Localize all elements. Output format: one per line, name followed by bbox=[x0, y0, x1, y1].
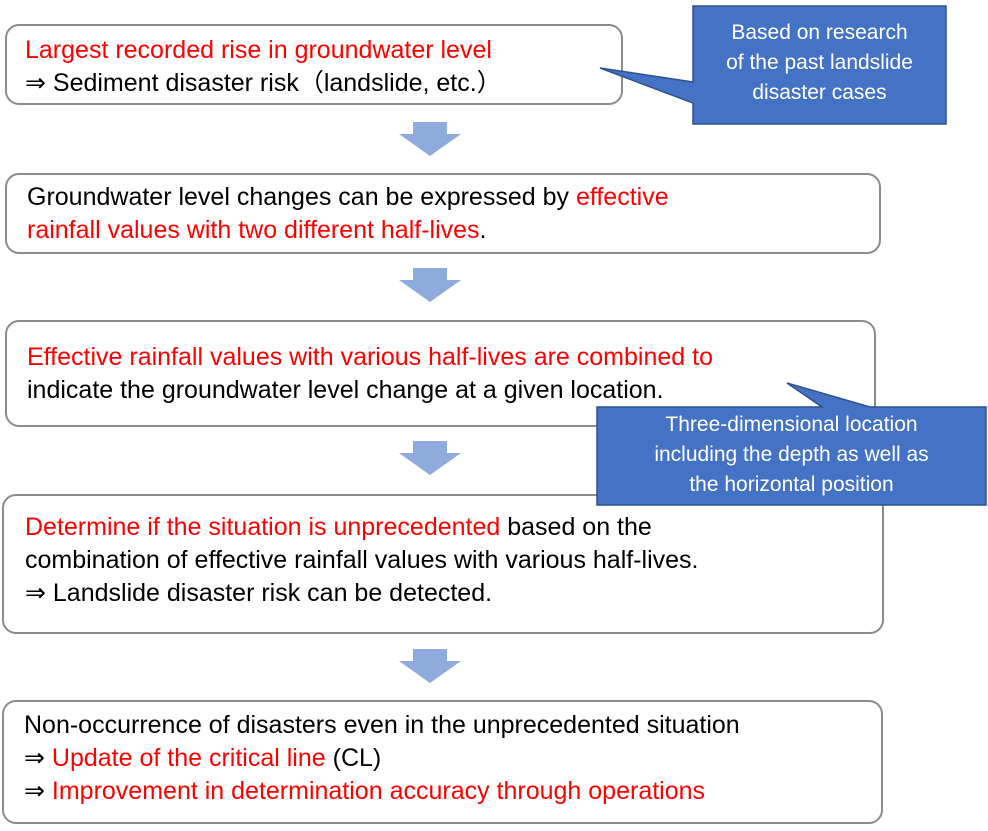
highlight-text: Effective rainfall values with various h… bbox=[27, 343, 713, 371]
step-line: Effective rainfall values with various h… bbox=[27, 341, 874, 374]
body-text: (CL) bbox=[325, 744, 382, 772]
step-4-box: Determine if the situation is unpreceden… bbox=[2, 494, 884, 634]
callout-location-path bbox=[596, 382, 987, 506]
down-arrow-icon bbox=[399, 122, 461, 156]
step-5-box: Non-occurrence of disasters even in the … bbox=[2, 700, 883, 824]
body-text: ⇒ bbox=[24, 777, 52, 805]
step-line: Determine if the situation is unpreceden… bbox=[25, 511, 882, 544]
body-text: combination of effective rainfall values… bbox=[25, 546, 699, 574]
arrow-shape bbox=[399, 441, 461, 475]
step-2-box: Groundwater level changes can be express… bbox=[5, 173, 881, 254]
down-arrow-icon bbox=[399, 441, 461, 475]
step-line: Non-occurrence of disasters even in the … bbox=[24, 709, 881, 742]
step-line: indicate the groundwater level change at… bbox=[27, 374, 874, 407]
arrow-shape bbox=[399, 122, 461, 156]
step-line: ⇒ Landslide disaster risk can be detecte… bbox=[25, 577, 882, 610]
body-text: ⇒ bbox=[24, 744, 52, 772]
arrow-shape bbox=[399, 649, 461, 683]
highlight-text: Improvement in determination accuracy th… bbox=[51, 777, 706, 805]
callout-research-text: Based on research of the past landslide … bbox=[693, 18, 946, 108]
arrow-shape bbox=[399, 268, 461, 302]
body-text: ⇒ Sediment disaster risk（landslide, etc.… bbox=[25, 69, 502, 97]
highlight-text: effective bbox=[575, 183, 669, 211]
callout-line: including the depth as well as bbox=[654, 443, 929, 466]
highlight-text: rainfall values with two different half-… bbox=[27, 216, 480, 244]
down-arrow-icon bbox=[399, 268, 461, 302]
body-text: ⇒ Landslide disaster risk can be detecte… bbox=[25, 579, 493, 607]
down-arrow-icon bbox=[399, 649, 461, 683]
body-text: Groundwater level changes can be express… bbox=[27, 183, 576, 211]
step-line: Groundwater level changes can be express… bbox=[27, 181, 879, 214]
step-line: rainfall values with two different half-… bbox=[27, 214, 879, 247]
callout-location-text: Three-dimensional location including the… bbox=[597, 410, 986, 500]
body-text: Non-occurrence of disasters even in the … bbox=[24, 711, 740, 739]
step-1-box: Largest recorded rise in groundwater lev… bbox=[5, 24, 623, 105]
step-line: combination of effective rainfall values… bbox=[25, 544, 882, 577]
highlight-text: Update of the critical line bbox=[51, 744, 326, 772]
callout-line: of the past landslide bbox=[726, 51, 913, 74]
step-line: ⇒ Improvement in determination accuracy … bbox=[24, 775, 881, 808]
step-line: ⇒ Update of the critical line (CL) bbox=[24, 742, 881, 775]
body-text: based on the bbox=[500, 513, 652, 541]
highlight-text: Largest recorded rise in groundwater lev… bbox=[25, 36, 492, 64]
body-text: indicate the groundwater level change at… bbox=[27, 376, 664, 404]
step-line: Largest recorded rise in groundwater lev… bbox=[25, 34, 621, 67]
callout-line: Based on research bbox=[731, 21, 908, 44]
step-line: ⇒ Sediment disaster risk（landslide, etc.… bbox=[25, 67, 621, 100]
callout-line: disaster cases bbox=[752, 81, 887, 104]
callout-line: the horizontal position bbox=[689, 473, 894, 496]
callout-research-path bbox=[599, 5, 947, 125]
callout-line: Three-dimensional location bbox=[665, 413, 918, 436]
highlight-text: Determine if the situation is unpreceden… bbox=[25, 513, 501, 541]
body-text: . bbox=[479, 216, 487, 244]
